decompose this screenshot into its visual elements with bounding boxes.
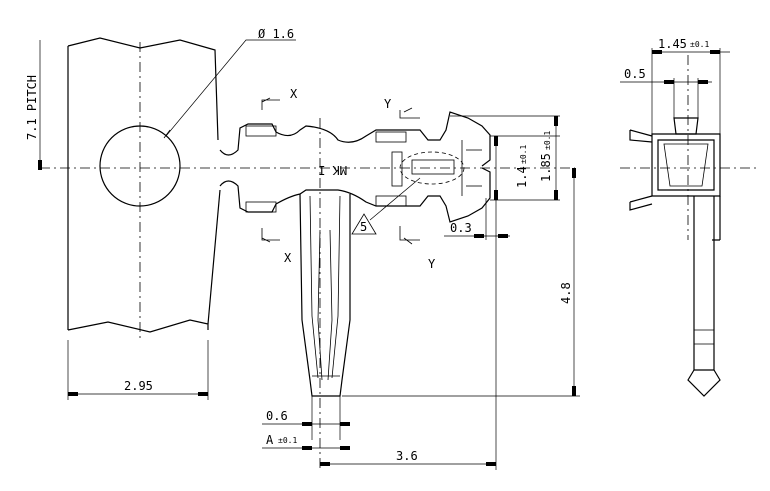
dim-4-8: 4.8	[559, 282, 573, 304]
dim-1-45: 1.45	[658, 37, 687, 51]
dim-3-6: 3.6	[396, 449, 418, 463]
dim-0-6: 0.6	[266, 409, 288, 423]
section-y-bottom: Y	[428, 257, 436, 271]
dimension-lines	[38, 39, 730, 470]
dim-0-3: 0.3	[450, 221, 472, 235]
dim-1-45-tolerance: ±0.1	[690, 40, 709, 49]
dim-1-85-tolerance: ±0.1	[543, 131, 552, 150]
note-number: 5	[360, 220, 367, 234]
dim-a: A	[266, 433, 274, 447]
dim-1-4: 1.4	[515, 166, 529, 188]
centerlines	[40, 42, 760, 470]
section-x-top: X	[290, 87, 298, 101]
section-markers	[261, 97, 420, 245]
terminal-tail	[299, 193, 351, 397]
dim-1-85: 1.85	[539, 153, 553, 182]
carrier-strip	[67, 37, 221, 333]
side-view	[629, 117, 721, 397]
dim-1-4-tolerance: ±0.1	[519, 145, 528, 164]
diameter-label: Ø 1.6	[258, 27, 294, 41]
section-y-top: Y	[384, 97, 392, 111]
dim-2-95: 2.95	[124, 379, 153, 393]
terminal-body	[219, 111, 491, 223]
note-triangle	[351, 213, 377, 235]
dim-a-tolerance: ±0.1	[278, 436, 297, 445]
dim-0-5: 0.5	[624, 67, 646, 81]
marking-label: MK I	[318, 163, 347, 177]
section-x-bottom: X	[284, 251, 292, 265]
pitch-label: 7.1 PITCH	[25, 75, 39, 140]
